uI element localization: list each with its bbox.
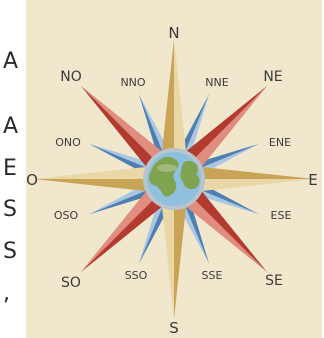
label-n: N [168,24,179,42]
compass-rose-card: N S E O NE NO SE SO NNE NNO ENE ONO ESE … [26,0,324,338]
label-oso: OSO [54,209,79,222]
label-ne: NE [263,69,282,85]
label-ono: ONO [55,136,81,149]
label-s: S [169,319,179,337]
globe-highlight [157,164,177,172]
label-e: E [308,171,317,189]
label-se: SE [265,273,283,289]
compass-rose: N S E O NE NO SE SO NNE NNO ENE ONO ESE … [26,0,322,338]
text-fragment: S [3,240,26,264]
cropped-text-column: A A E S S , [0,0,26,338]
label-nne: NNE [205,76,228,89]
label-no: NO [60,69,82,85]
label-ese: ESE [271,209,292,222]
label-nno: NNO [120,76,145,89]
label-sso: SSO [125,269,148,282]
text-fragment: A [3,50,26,74]
label-so: SO [61,275,81,291]
label-o: O [26,171,38,189]
label-sse: SSE [202,269,223,282]
text-fragment: E [3,157,26,181]
globe-icon [143,148,205,210]
text-fragment: , [3,282,26,306]
label-ene: ENE [269,136,291,149]
text-fragment: A [3,115,26,139]
text-fragment: S [3,198,26,222]
